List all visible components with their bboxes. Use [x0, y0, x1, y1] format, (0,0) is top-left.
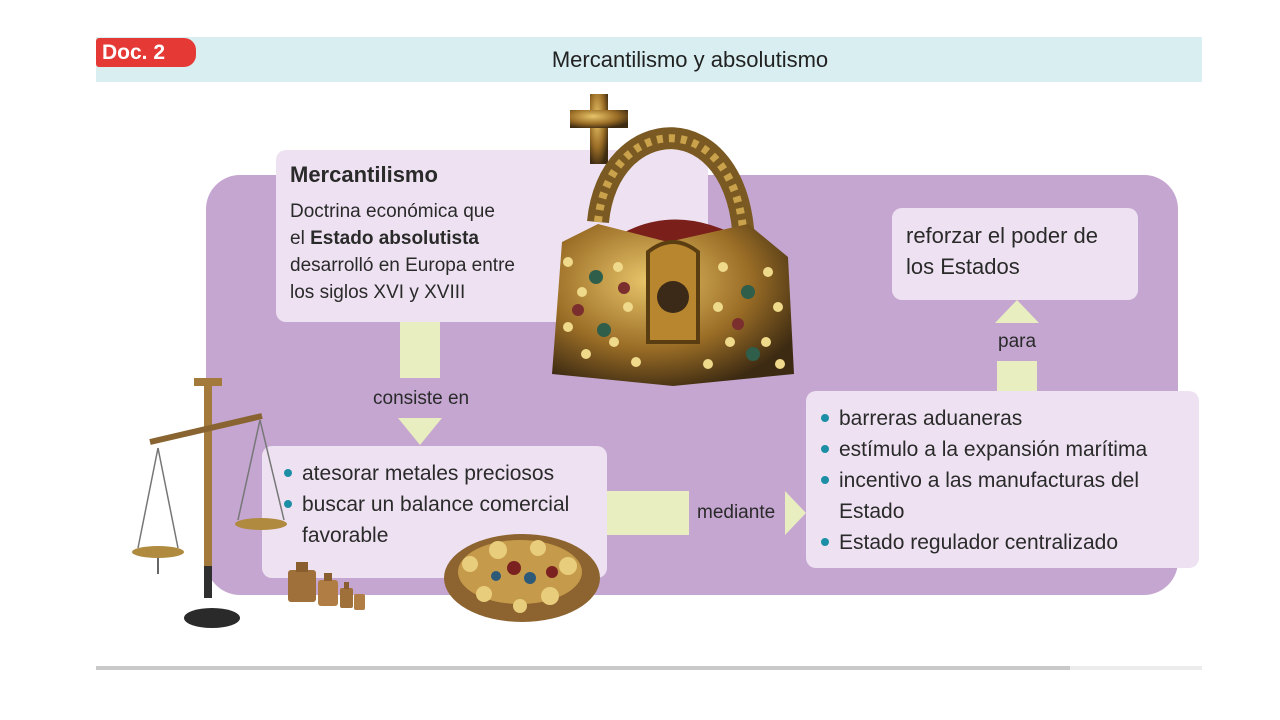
medidas-list: barreras aduaneras estímulo a la expansi… — [821, 403, 1185, 558]
connector-mediante-arrow — [785, 491, 806, 535]
footer-divider — [96, 666, 1070, 670]
connector-para-bar — [997, 361, 1037, 391]
consiste-list: atesorar metales preciosos buscar un bal… — [284, 458, 593, 551]
desc-line-3: desarrolló en Europa entre — [290, 255, 515, 276]
weights-image — [288, 562, 365, 610]
desc-line-4: los siglos XVI y XVIII — [290, 282, 466, 303]
medidas-box: barreras aduaneras estímulo a la expansi… — [806, 391, 1199, 568]
connector-consiste-label: consiste en — [373, 388, 470, 409]
list-item: buscar un balance comercial favorable — [284, 489, 593, 551]
connector-mediante-bar — [607, 491, 689, 535]
connector-para-arrow — [995, 300, 1039, 323]
connector-para-label: para — [998, 331, 1037, 352]
mercantilismo-title: Mercantilismo — [290, 162, 438, 187]
mercantilismo-description: Doctrina económica que el Estado absolut… — [290, 198, 530, 306]
title-bar — [96, 37, 1202, 82]
treasure-jewels-image — [444, 534, 600, 622]
balance-scale-image — [132, 378, 287, 628]
crown-image — [552, 94, 794, 386]
objetivo-box: reforzar el poder de los Estados — [892, 208, 1138, 300]
list-item: incentivo a las manufacturas del Estado — [821, 465, 1185, 527]
doc-badge: Doc. 2 — [96, 38, 196, 67]
desc-line-2-bold: Estado absolutista — [310, 228, 479, 249]
desc-line-1: Doctrina económica que — [290, 201, 495, 222]
footer-divider-light — [1070, 666, 1202, 670]
list-item: Estado regulador centralizado — [821, 527, 1185, 558]
page-title: Mercantilismo y absolutismo — [551, 47, 829, 72]
list-item: atesorar metales preciosos — [284, 458, 593, 489]
connector-consiste-bar — [400, 322, 440, 378]
list-item: barreras aduaneras — [821, 403, 1185, 434]
connector-consiste-arrow — [398, 418, 442, 445]
desc-line-2-pre: el — [290, 228, 311, 249]
list-item: estímulo a la expansión marítima — [821, 434, 1185, 465]
connector-mediante-label: mediante — [697, 502, 776, 523]
